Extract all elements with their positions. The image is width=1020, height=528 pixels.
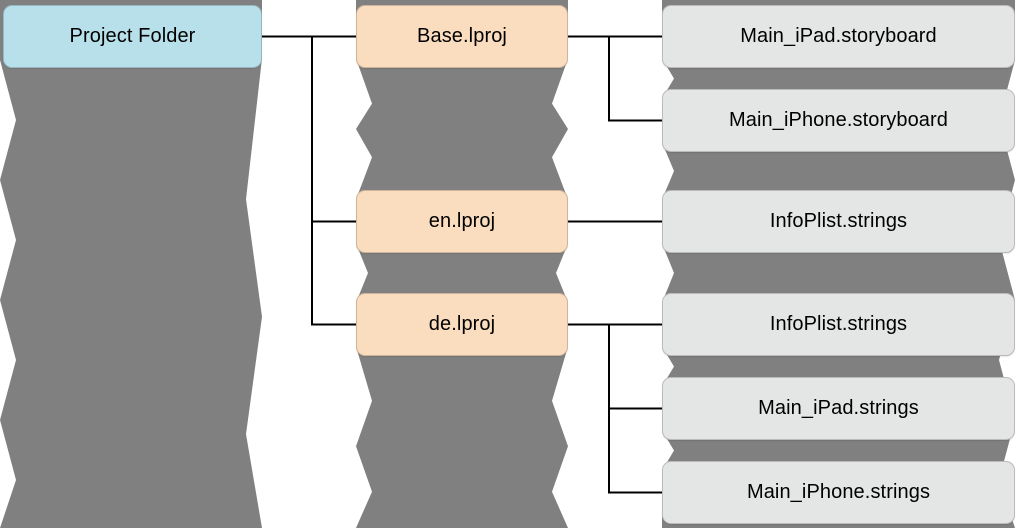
node-infoplist-en[interactable]: InfoPlist.strings	[662, 190, 1015, 253]
edge-de-to-main-iphone-str	[568, 323, 662, 494]
node-label: InfoPlist.strings	[769, 313, 908, 335]
column-lproj-column	[356, 0, 568, 528]
node-root[interactable]: Project Folder	[3, 5, 262, 68]
node-label: Main_iPhone.storyboard	[729, 109, 948, 131]
edge-root-to-en	[262, 35, 356, 223]
node-label: en.lproj	[428, 210, 496, 232]
edge-root-to-de	[262, 35, 356, 326]
node-base[interactable]: Base.lproj	[356, 5, 568, 68]
connector-lines	[262, 35, 662, 494]
node-label: Project Folder	[69, 25, 196, 47]
node-label: Base.lproj	[417, 25, 507, 47]
node-label: InfoPlist.strings	[769, 210, 908, 232]
edge-de-to-main-ipad-str	[568, 323, 662, 410]
edge-base-to-main-iphone-sb	[568, 35, 662, 122]
column-root-column	[0, 0, 262, 528]
node-label: Main_iPhone.strings	[746, 481, 931, 503]
node-label: de.lproj	[428, 313, 496, 335]
node-infoplist-de[interactable]: InfoPlist.strings	[662, 293, 1015, 356]
node-en[interactable]: en.lproj	[356, 190, 568, 253]
node-label: Main_iPad.strings	[758, 397, 919, 419]
node-label: Main_iPad.storyboard	[740, 25, 937, 47]
node-de[interactable]: de.lproj	[356, 293, 568, 356]
node-main-ipad-sb[interactable]: Main_iPad.storyboard	[662, 5, 1015, 68]
node-main-ipad-str[interactable]: Main_iPad.strings	[662, 377, 1015, 440]
column-files-column	[662, 0, 1015, 528]
node-main-iphone-sb[interactable]: Main_iPhone.storyboard	[662, 89, 1015, 152]
node-main-iphone-str[interactable]: Main_iPhone.strings	[662, 461, 1015, 524]
